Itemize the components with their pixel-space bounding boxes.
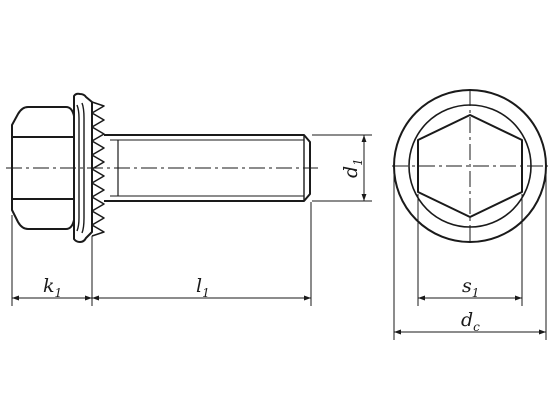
dimension-lines — [11, 134, 547, 340]
serration-teeth — [91, 101, 105, 237]
end-view — [392, 89, 548, 243]
k1-label: k1 — [43, 275, 62, 300]
hex-head-side — [11, 106, 75, 230]
dc-label: dc — [461, 309, 480, 334]
s1-label: s1 — [462, 275, 479, 300]
side-view — [6, 92, 318, 243]
hex-outline — [417, 114, 523, 218]
d1-label: d1 — [340, 158, 365, 178]
flange-side — [73, 92, 93, 243]
l1-label: l1 — [196, 275, 210, 300]
